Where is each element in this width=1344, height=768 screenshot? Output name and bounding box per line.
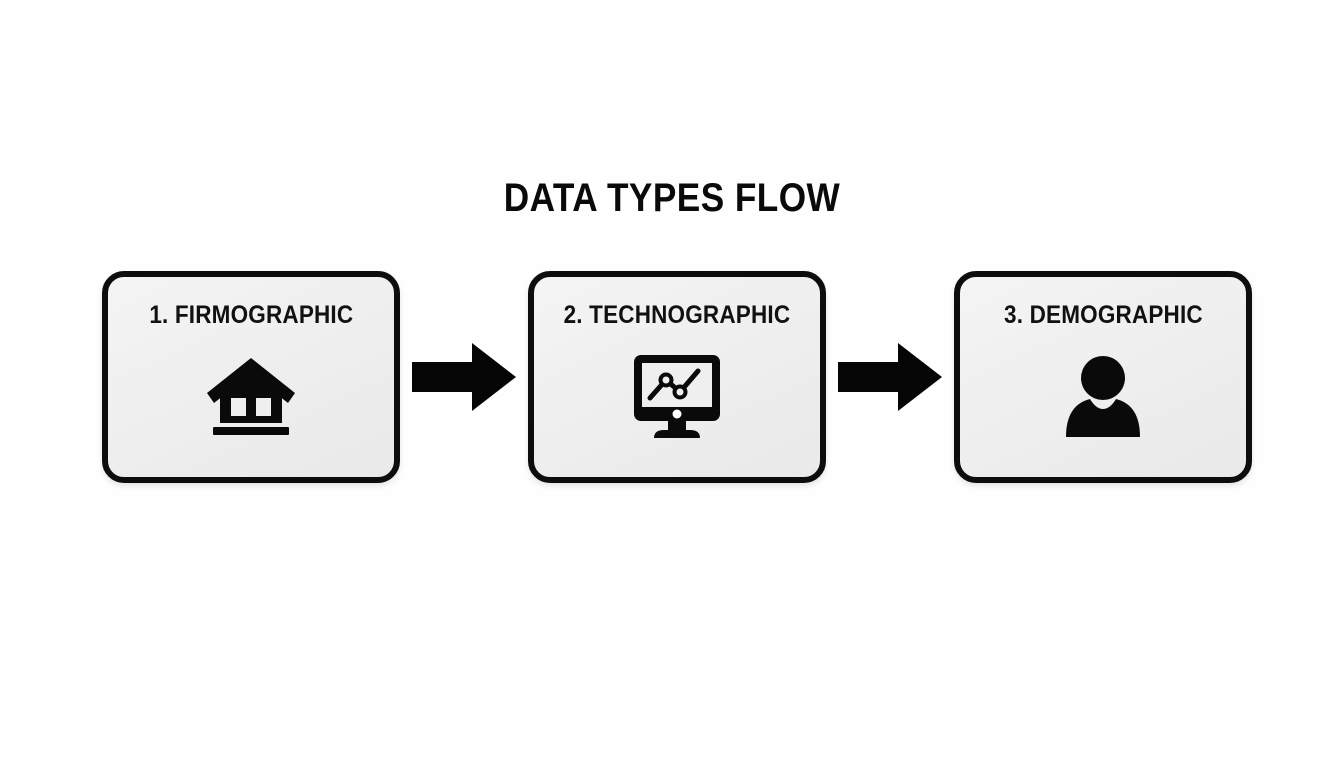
node-technographic[interactable]: 2. TECHNOGRAPHIC bbox=[528, 271, 826, 483]
node-technographic-label: 2. TECHNOGRAPHIC bbox=[563, 301, 791, 329]
node-demographic[interactable]: 3. DEMOGRAPHIC bbox=[954, 271, 1252, 483]
arrow-right-icon-2 bbox=[838, 340, 942, 414]
arrow-right-icon-1 bbox=[412, 340, 516, 414]
node-firmographic-label: 1. FIRMOGRAPHIC bbox=[149, 301, 353, 329]
node-demographic-label: 3. DEMOGRAPHIC bbox=[1003, 301, 1203, 329]
page-title: DATA TYPES FLOW bbox=[503, 176, 841, 220]
monitor-chart-icon bbox=[627, 350, 727, 442]
house-icon bbox=[201, 350, 301, 442]
node-firmographic[interactable]: 1. FIRMOGRAPHIC bbox=[102, 271, 400, 483]
person-icon bbox=[1053, 350, 1153, 442]
flow-row: 1. FIRMOGRAPHIC bbox=[102, 271, 1252, 483]
